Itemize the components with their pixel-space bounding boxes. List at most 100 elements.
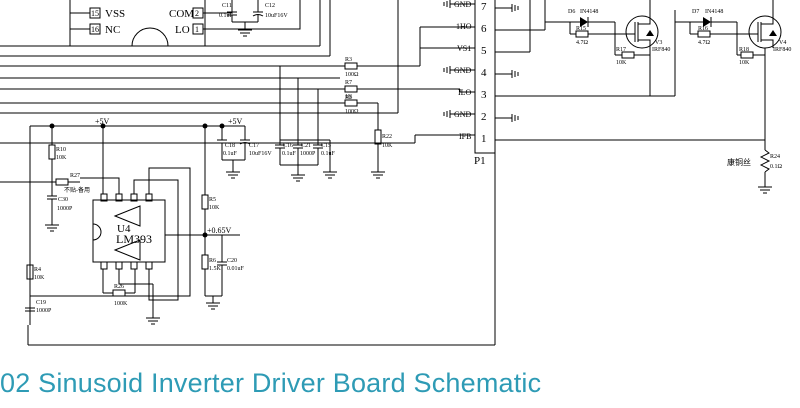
c21-ref: C21 xyxy=(301,143,311,149)
ic-pin1-num: 1 xyxy=(195,25,199,34)
connector-ground-stubs xyxy=(443,0,475,118)
ic-pin1-name: LO xyxy=(175,24,190,36)
c11-value: 0.1uF xyxy=(219,13,234,19)
p1-pin6-name: 1HO xyxy=(456,22,472,31)
r4-c19: R4 10K C19 1000P xyxy=(25,264,52,314)
c17-value: 10uF16V xyxy=(249,151,272,157)
p1-pin7-num: 7 xyxy=(481,1,487,13)
gate-drive-v3: D6 IN4148 R15 4.7Ω R17 10K V3 IRF840 xyxy=(545,0,670,96)
p1-ref: P1 xyxy=(474,155,486,167)
c20-ref: C20 xyxy=(227,258,237,264)
c18-ref: C18 xyxy=(225,143,235,149)
r24-shunt: 康铜丝 R24 0.1Ω xyxy=(727,140,783,194)
p1-pin3-name: ILO xyxy=(458,88,472,97)
c20-value: 0.01uF xyxy=(227,266,245,272)
r17-ref: R17 xyxy=(616,47,626,53)
r5-value: 10K xyxy=(209,205,220,211)
r4-value: 10K xyxy=(34,275,45,281)
comparator-wiring: R26 100K xyxy=(0,126,191,325)
c15-ref: C15 xyxy=(321,143,331,149)
connector-right-wires xyxy=(28,0,765,346)
r26-value: 100K xyxy=(114,301,128,307)
rail-5v-label-a: +5V xyxy=(95,117,110,126)
r18-value: 10K xyxy=(739,60,750,66)
r5-ref: R5 xyxy=(209,197,216,203)
d7-value: IN4148 xyxy=(705,9,723,15)
r24-ref: R24 xyxy=(770,154,780,160)
figure-caption: 02 Sinusoid Inverter Driver Board Schema… xyxy=(0,368,542,398)
v3-value: IRF840 xyxy=(652,47,670,53)
v3-ref: V3 xyxy=(655,40,662,46)
ic-pin16-name: NC xyxy=(105,24,120,36)
r7-ref: R7 xyxy=(345,80,352,86)
u4-part: LM393 xyxy=(116,232,152,246)
c30-value: 1000P xyxy=(57,206,73,212)
r24-value: 0.1Ω xyxy=(770,164,783,170)
p1-pin5-num: 5 xyxy=(481,45,487,57)
p1-pin1-num: 1 xyxy=(481,133,487,145)
r15-value: 4.7Ω xyxy=(576,40,589,46)
d6-value: IN4148 xyxy=(580,9,598,15)
v4-value: IRF840 xyxy=(773,47,791,53)
r7-value: 1K xyxy=(345,94,353,100)
c18-c17: C18 0.1uF C17 10uF16V xyxy=(217,126,272,179)
schematic-diagram: 15 VSS 16 NC COM 2 LO 1 C11 0.1uF C12 10… xyxy=(0,0,791,346)
r18-ref: R18 xyxy=(739,47,749,53)
ic-pin15-name: VSS xyxy=(105,8,125,20)
r22-ref: R22 xyxy=(382,134,392,140)
r27-ref: R27 xyxy=(70,173,80,179)
rail-065-label: +0.65V xyxy=(207,226,232,235)
r22: R22 10K xyxy=(371,103,393,179)
r26-ref: R26 xyxy=(114,284,124,290)
c11-ref: C11 xyxy=(222,3,232,9)
r16-ref: R16 xyxy=(698,26,708,32)
c15-value: 0.1uF xyxy=(321,151,336,157)
r5-r6-c20: R5 10K +0.65V R6 1.5K C20 0.01uF xyxy=(165,126,245,310)
r24-note: 康铜丝 xyxy=(727,157,751,167)
ic-pin2-name: COM xyxy=(169,8,194,20)
d7-ref: D7 xyxy=(692,9,699,15)
p1-pin3-num: 3 xyxy=(481,89,487,101)
r4-ref: R4 xyxy=(34,267,41,273)
rail-5v-label-b: +5V xyxy=(228,117,243,126)
r10-r27-c30: R10 10K R27 不贴-备用 C30 1000P xyxy=(45,126,90,232)
c11-c12-group: C11 0.1uF C12 10uF16V xyxy=(203,0,288,37)
v4-ref: V4 xyxy=(779,40,786,46)
c12-value: 10uF16V xyxy=(265,13,288,19)
r22-value: 10K xyxy=(382,143,393,149)
u4-ref: U4 xyxy=(117,223,131,235)
ic-pin15-num: 15 xyxy=(91,9,99,18)
p1-pin2-num: 2 xyxy=(481,111,487,123)
r2-ref: R2 xyxy=(345,95,352,101)
c18-value: 0.1uF xyxy=(223,151,238,157)
p1-pin1-name: IFB xyxy=(459,132,471,141)
c19-value: 1000P xyxy=(36,308,52,314)
ic-pin16-num: 16 xyxy=(91,25,99,34)
ic-pin2-num: 2 xyxy=(195,9,199,18)
r10-value: 10K xyxy=(56,155,67,161)
p1-pin4-num: 4 xyxy=(481,67,487,79)
r3-value: 100Ω xyxy=(345,72,359,78)
comparator-lm393: U4 LM393 xyxy=(92,193,166,270)
c21-value: 1000P xyxy=(300,151,316,157)
r3-ref: R3 xyxy=(345,57,352,63)
c19-ref: C19 xyxy=(36,300,46,306)
p1-pin6-num: 6 xyxy=(481,23,487,35)
p1-pin5-name: VS1 xyxy=(457,44,471,53)
c17-ref: C17 xyxy=(249,143,259,149)
connector-p1: P1 7 GND 6 1HO 5 VS1 4 GND 3 ILO 2 GND 1… xyxy=(454,0,496,167)
d6-ref: D6 xyxy=(568,9,575,15)
c12-ref: C12 xyxy=(265,3,275,9)
r3-r7-r2-group: R3 100Ω R7 1K R2 100Ω xyxy=(340,57,460,115)
r2-value: 100Ω xyxy=(345,109,359,115)
c16-c21-c15: C16 0.1uF C21 1000P C15 0.1uF xyxy=(275,140,337,182)
r15-ref: R15 xyxy=(576,26,586,32)
c16-value: 0.1uF xyxy=(282,151,297,157)
c30-ref: C30 xyxy=(58,197,68,203)
r27-value: 不贴-备用 xyxy=(64,186,90,194)
r16-value: 4.7Ω xyxy=(698,40,711,46)
c16-ref: C16 xyxy=(283,143,293,149)
r6-value: 1.5K xyxy=(209,266,222,272)
gate-drive-v4: D7 IN4148 R16 4.7Ω R18 10K V4 IRF840 xyxy=(675,0,791,140)
r10-ref: R10 xyxy=(56,147,66,153)
